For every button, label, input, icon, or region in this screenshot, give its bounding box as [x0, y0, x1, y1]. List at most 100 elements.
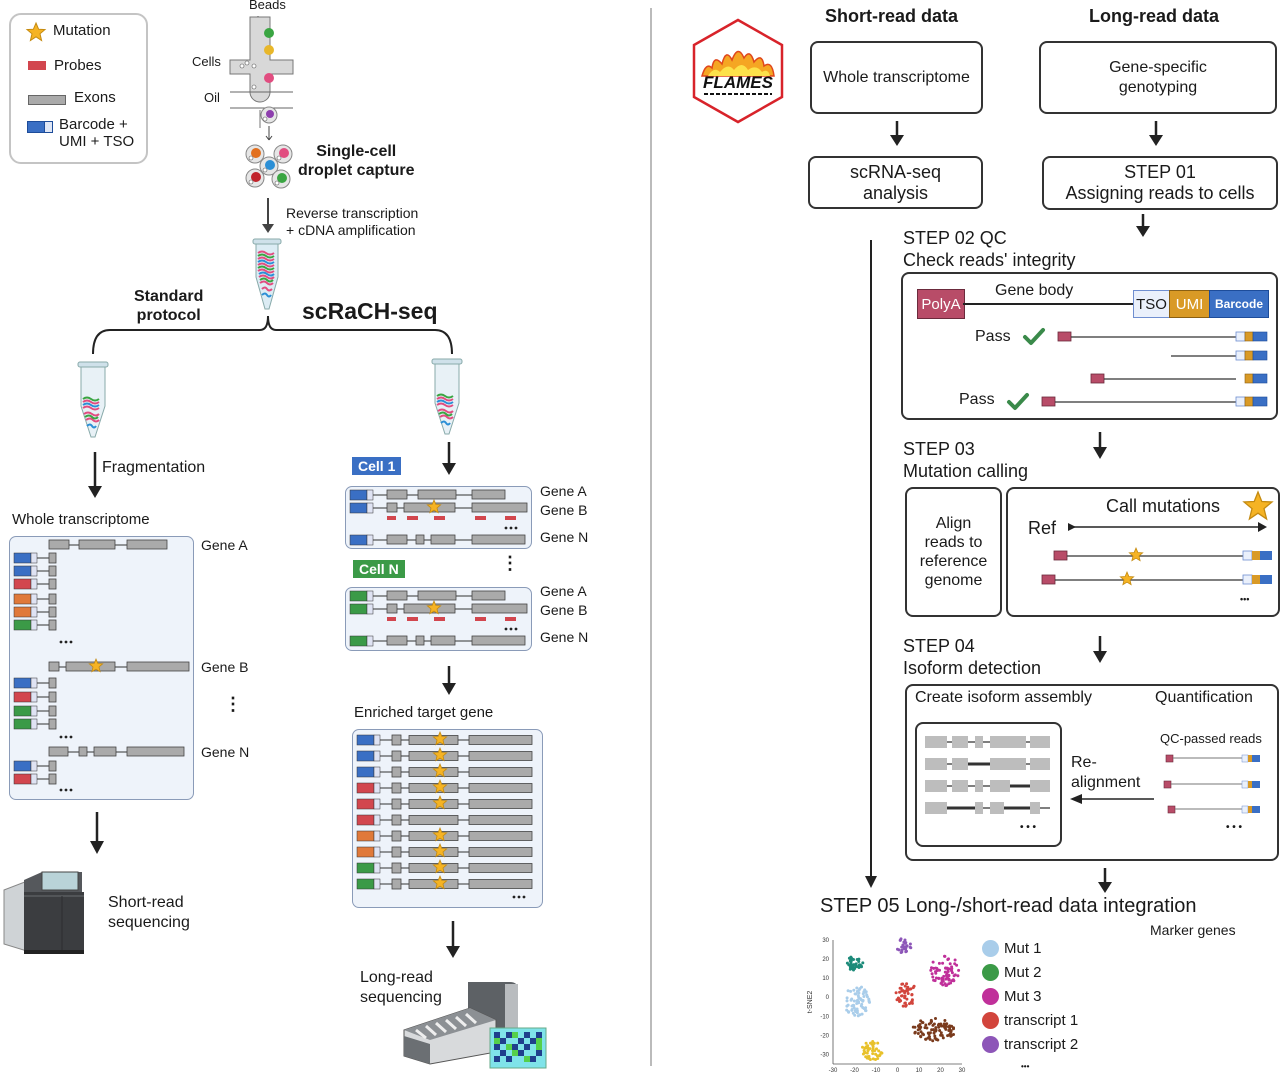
legend-swatch-icon	[982, 988, 999, 1005]
tsne-point	[845, 999, 849, 1003]
read-polya	[1163, 780, 1172, 789]
tsne-point	[902, 940, 906, 944]
tsne-point	[900, 994, 903, 998]
barcode-block	[349, 635, 368, 647]
legend-swatch-icon	[982, 1036, 999, 1053]
gene-n-exon	[78, 746, 88, 757]
read-polya	[1057, 331, 1072, 342]
arrow-step03	[1093, 432, 1107, 459]
probe	[505, 617, 516, 621]
ellipsis-dot	[69, 640, 73, 644]
read-polya	[1041, 396, 1056, 407]
read-fragment	[48, 619, 57, 631]
tsne-point	[918, 1027, 922, 1031]
exon	[386, 489, 408, 500]
tsne-point	[948, 962, 952, 966]
read-tso	[1242, 574, 1253, 585]
ellipsis-dot	[522, 895, 526, 899]
rt-arrow	[262, 198, 274, 233]
ellipsis-dot	[59, 735, 63, 739]
read-polya	[1165, 754, 1174, 763]
celln-gene-b-label: Gene B	[540, 602, 588, 618]
enriched-exon	[468, 831, 533, 841]
flames-logo-text: FLAMES	[703, 73, 774, 92]
tsne-point	[865, 1051, 869, 1055]
tsne-point	[858, 987, 862, 991]
enriched-barcode	[356, 846, 375, 858]
align-box: Align reads to reference genome	[905, 487, 1002, 617]
legend-box	[9, 13, 148, 164]
mutation-star-icon	[1119, 570, 1135, 586]
barcode-block	[13, 619, 32, 631]
tsne-point	[849, 989, 853, 993]
tso-block: TSO	[1133, 290, 1170, 318]
tsne-point	[909, 987, 913, 991]
scrnaseq-label: scRNA-seq analysis	[849, 161, 942, 203]
read-umi	[1252, 575, 1260, 584]
read-barcode	[1252, 350, 1268, 361]
tsne-point	[863, 1050, 867, 1054]
sequencing-arrow-short	[90, 812, 104, 854]
tsne-point	[931, 975, 935, 979]
tsne-legend-item: Mut 2	[982, 964, 1042, 981]
enriched-exon	[391, 734, 402, 746]
exon	[415, 635, 425, 646]
tsne-point	[903, 984, 907, 988]
enriched-mutation-star-icon	[432, 746, 448, 762]
barcode-block	[13, 705, 32, 717]
tsne-point	[947, 973, 951, 977]
enriched-exon	[468, 751, 533, 761]
enriched-exon	[468, 783, 533, 793]
tsne-point	[937, 976, 941, 980]
probe	[475, 617, 486, 621]
tsne-point	[908, 945, 912, 949]
enriched-exon	[391, 878, 402, 890]
enriched-exon	[408, 815, 459, 825]
tso-block	[366, 635, 374, 647]
quant-reads	[1163, 754, 1260, 814]
barcode-block	[13, 552, 32, 564]
tsne-legend-label: Mut 1	[1004, 940, 1042, 957]
tsne-point	[924, 1037, 928, 1041]
capture-title: Single-cell droplet capture	[298, 143, 415, 180]
enriched-barcode	[356, 862, 375, 874]
tso-block	[366, 534, 374, 546]
gene-a-exon	[78, 539, 116, 550]
read-barcode	[1252, 781, 1260, 788]
enriched-mutation-star-icon	[432, 858, 448, 874]
tso-block	[366, 489, 374, 501]
pass-label-1: Pass	[975, 328, 1011, 345]
enriched-reads	[356, 730, 533, 899]
isoform-exon	[925, 736, 947, 748]
read-tso	[1235, 331, 1246, 342]
tsne-point	[903, 1001, 907, 1005]
isoform-exon	[990, 780, 1010, 792]
arrow-step01-down	[1136, 214, 1150, 237]
tsne-point	[861, 1045, 864, 1049]
enriched-exon	[468, 735, 533, 745]
celln-gene-a-label: Gene A	[540, 583, 587, 599]
tsne-point	[937, 1025, 941, 1029]
tsne-point	[856, 998, 860, 1002]
tsne-point	[864, 1055, 868, 1059]
celln-gene-n-label: Gene N	[540, 629, 589, 645]
tsne-point	[860, 1002, 864, 1006]
enriched-mutation-star-icon	[432, 874, 448, 890]
tsne-point	[904, 1004, 908, 1008]
tsne-point	[944, 966, 948, 970]
tsne-point	[897, 948, 901, 952]
tsne-point	[898, 986, 902, 990]
step05-title: STEP 05 Long-/short-read data integratio…	[820, 895, 1197, 917]
y-tick-label: 20	[822, 957, 829, 963]
tsne-legend-item: Mut 3	[982, 988, 1042, 1005]
exon	[417, 590, 457, 601]
tsne-legend-item: transcript 2	[982, 1036, 1078, 1053]
tsne-point	[876, 1041, 880, 1045]
tsne-legend-label: Mut 3	[1004, 988, 1042, 1005]
read-umi	[1244, 350, 1254, 361]
gene-n-exon	[93, 746, 117, 757]
tso-block	[366, 590, 374, 602]
tsne-point	[930, 972, 934, 976]
call-mutation-star-icon	[1242, 490, 1274, 521]
tso-block	[373, 734, 381, 746]
